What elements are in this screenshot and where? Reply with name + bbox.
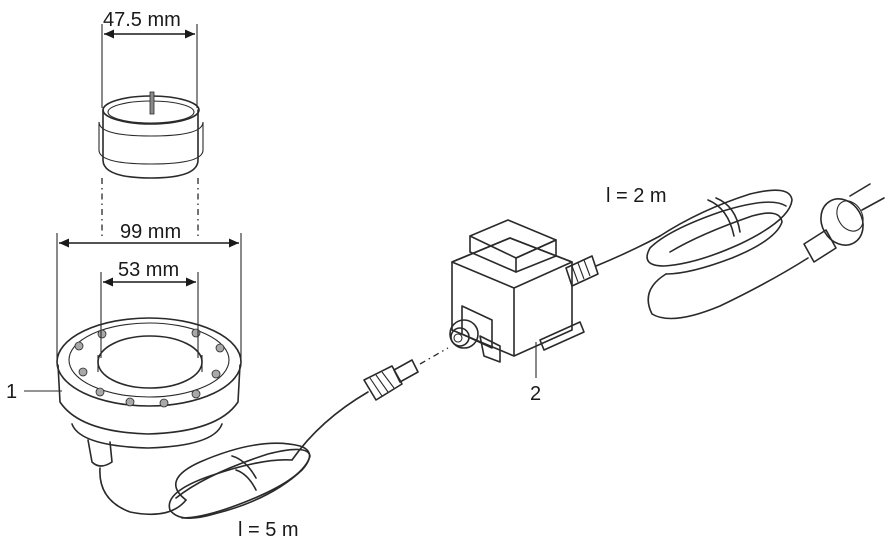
long-cable-connector (363, 359, 419, 401)
connector-guide-line (419, 347, 449, 365)
light-ring (56, 317, 242, 467)
transformer-socket (449, 305, 493, 349)
callout-1: 1 (6, 381, 17, 403)
outer-diameter-label: 99 mm (120, 221, 181, 243)
adapter-sleeve (98, 91, 204, 179)
inner-diameter-label: 53 mm (118, 259, 179, 281)
transformer (451, 219, 585, 363)
short-cable (595, 189, 809, 320)
sleeve-dimension (101, 24, 198, 108)
sleeve-width-label: 47.5 mm (103, 9, 181, 31)
outer-diameter-dimension (56, 233, 242, 362)
inner-diameter-dimension (100, 272, 199, 358)
short-cable-length-label: l = 2 m (606, 185, 667, 207)
long-cable (99, 391, 369, 519)
long-cable-length-label: l = 5 m (238, 519, 299, 541)
callout-2: 2 (530, 383, 541, 405)
mains-plug (803, 183, 885, 263)
transformer-cable-gland (565, 255, 599, 287)
